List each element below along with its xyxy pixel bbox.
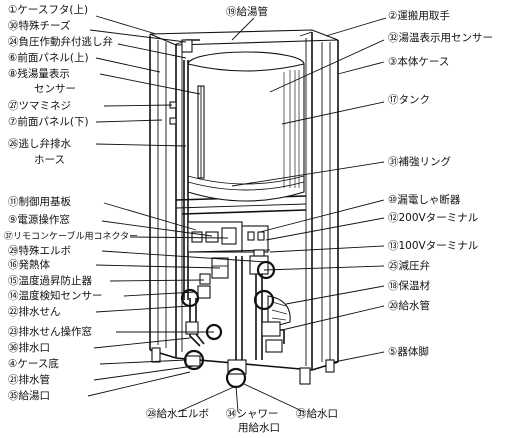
label-control-board: ⑪制御用基板 <box>8 196 71 208</box>
label-drain-pipe: ㉑排水管 <box>8 374 50 386</box>
label-remote-connector: ㊲リモコンケーブル用コネクター <box>4 232 139 242</box>
label-shower-inlet-2: 用給水口 <box>238 422 280 434</box>
label-relief-hose: ㉖逃し弁排水 <box>8 138 71 150</box>
label-100v-terminal: ⑬100Vターミナル <box>388 240 479 252</box>
label-heating-element: ⑯発熱体 <box>8 259 50 271</box>
label-supply-elbow: ㉘給水エルボ <box>146 408 209 420</box>
label-remaining-sensor-2: センサー <box>34 83 76 95</box>
label-supply-pipe: ⑳給水管 <box>388 300 430 312</box>
label-reinforce-ring: ㉛補強リング <box>388 156 451 168</box>
leader-lines <box>87 15 387 413</box>
label-leakage-breaker: ⑩漏電しゃ断器 <box>388 194 461 206</box>
label-relief-valve: ㉔負圧作動弁付逃し弁 <box>8 36 113 48</box>
label-water-inlet: ㉝給水口 <box>296 408 338 420</box>
control-box <box>187 221 271 253</box>
label-pressure-valve: ㉕減圧弁 <box>388 260 430 272</box>
label-relief-hose-2: ホース <box>34 154 65 166</box>
tank-shape <box>187 51 305 202</box>
label-special-cheese: ㉚特殊チーズ <box>8 20 71 32</box>
label-200v-terminal: ⑫200Vターミナル <box>388 212 479 224</box>
label-legs: ⑤器体脚 <box>388 346 429 358</box>
label-shower-inlet: ㉞シャワー <box>226 408 279 420</box>
label-carry-handle: ②運搬用取手 <box>388 10 450 22</box>
label-drain-outlet: ㊱排水口 <box>8 342 50 354</box>
label-knob-screw: ㉗ツマミネジ <box>8 100 71 112</box>
label-drain-plug: ㉒排水せん <box>8 306 61 318</box>
label-body-case: ③本体ケース <box>388 56 450 68</box>
label-temp-sensor: ⑭温度検知センサー <box>8 290 103 302</box>
label-insulation: ⑱保温材 <box>388 280 430 292</box>
label-temp-display-sensor: ㉜湯温表示用センサー <box>388 32 493 44</box>
label-special-elbow: ㉙特殊エルボ <box>8 245 71 257</box>
label-remaining-sensor: ⑧残湯量表示 <box>8 68 70 80</box>
label-hot-outlet: ㉟給湯口 <box>8 390 50 402</box>
label-tank: ⑰タンク <box>388 94 430 106</box>
label-case-lid-top: ①ケースフタ(上) <box>8 4 89 16</box>
label-case-bottom: ④ケース底 <box>8 358 59 370</box>
label-power-window: ⑨電源操作窓 <box>8 214 70 226</box>
label-overheat-protector: ⑮温度過昇防止器 <box>8 275 92 287</box>
label-front-panel-lower: ⑦前面パネル(下) <box>8 116 89 128</box>
label-hot-water-pipe: ⑲給湯管 <box>226 6 268 18</box>
pipes-upper <box>169 39 200 300</box>
label-drain-window: ㉓排水せん操作窓 <box>8 326 92 338</box>
label-front-panel-upper: ⑥前面パネル(上) <box>8 52 89 64</box>
